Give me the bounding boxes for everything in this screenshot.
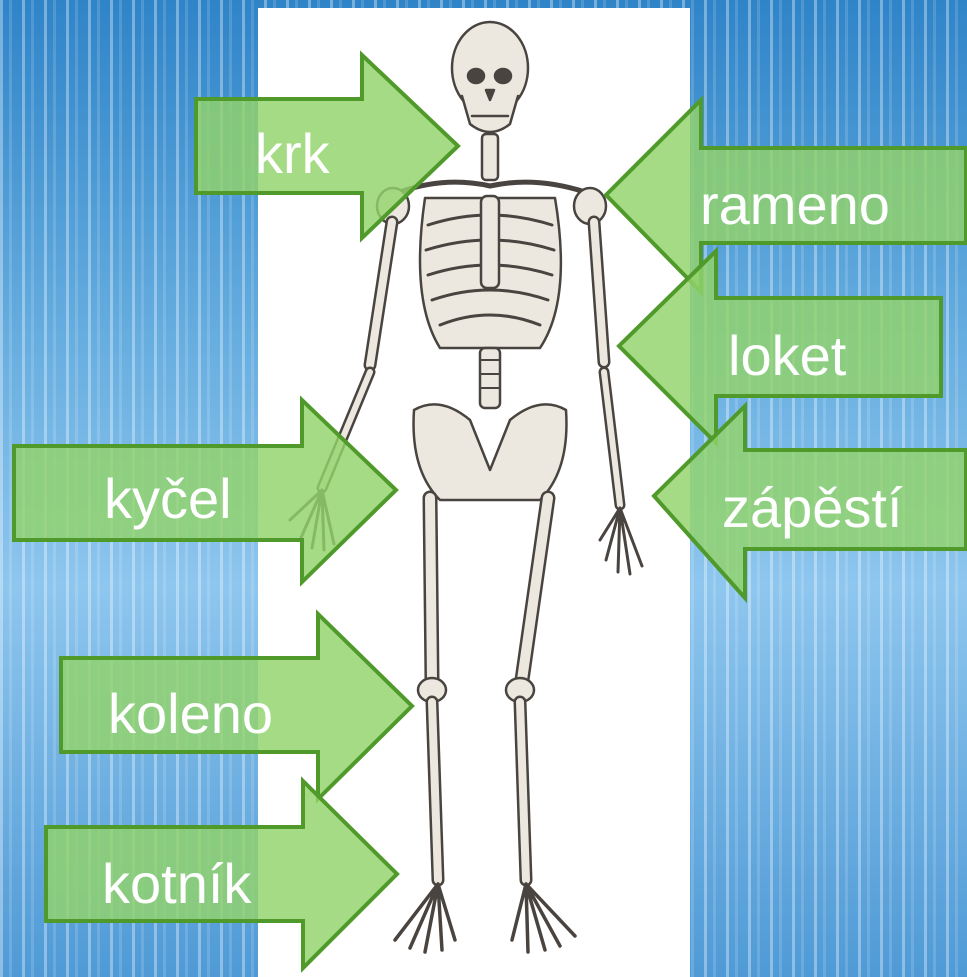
eye-socket-left <box>468 69 484 83</box>
label-kotnik: kotník <box>102 852 252 915</box>
neck-vertebrae <box>482 134 498 180</box>
sternum <box>481 196 499 288</box>
label-zapesti: zápěstí <box>722 476 903 539</box>
label-loket: loket <box>728 324 847 387</box>
eye-socket-right <box>495 69 511 83</box>
label-rameno: rameno <box>700 173 890 236</box>
label-kycel: kyčel <box>104 467 232 530</box>
label-krk: krk <box>255 122 331 185</box>
lumbar-spine <box>480 348 500 408</box>
label-koleno: koleno <box>108 682 273 745</box>
